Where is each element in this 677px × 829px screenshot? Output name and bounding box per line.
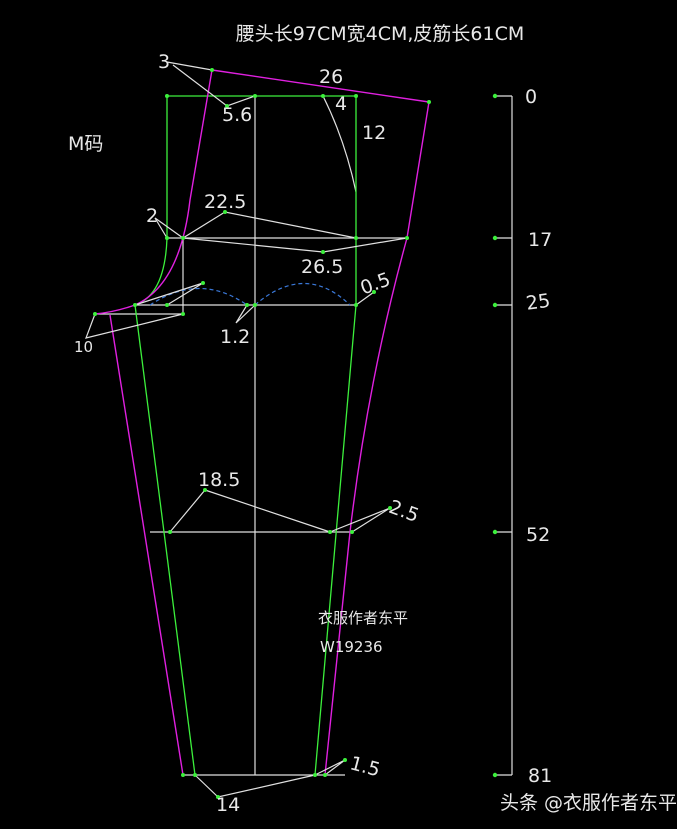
scale-label: 52 — [526, 524, 550, 546]
scale-tick — [492, 302, 512, 308]
guide-lines — [95, 95, 407, 776]
scale-label: 0 — [525, 86, 537, 108]
code-watermark: W19236 — [320, 638, 383, 656]
measurement-label: 0.5 — [357, 268, 393, 299]
scale-label: 25 — [525, 290, 552, 315]
measurement-label: 4 — [335, 93, 347, 115]
dashed-curve — [254, 283, 351, 306]
author-watermark: 衣服作者东平 — [318, 609, 408, 627]
dashed-curve — [149, 288, 248, 306]
measurement-label: 10 — [74, 338, 93, 356]
measurement-label: 3 — [158, 51, 170, 73]
dart-line — [322, 95, 357, 193]
measurement-label: 18.5 — [198, 469, 240, 491]
leader-lines — [85, 61, 408, 798]
scale-tick — [492, 235, 512, 241]
measurement-label: 14 — [216, 794, 240, 816]
measurement-label: 5.6 — [222, 104, 252, 126]
scale-tick — [492, 93, 512, 99]
size-label: M码 — [68, 133, 103, 155]
back-pattern-outline — [94, 69, 430, 776]
scale-tick — [492, 772, 512, 778]
measurement-label: 12 — [362, 122, 386, 144]
points — [93, 68, 431, 799]
measurement-label: 22.5 — [204, 191, 246, 213]
credit-watermark: 头条 @衣服作者东平 — [500, 792, 677, 814]
scale-label: 17 — [528, 229, 552, 251]
scale-tick — [492, 529, 512, 535]
length-scale: 0 17 25 52 81 — [492, 86, 552, 787]
scale-label: 81 — [528, 765, 552, 787]
pattern-title: 腰头长97CM宽4CM,皮筋长61CM — [236, 23, 524, 45]
measurement-label: 26.5 — [301, 256, 343, 278]
measurement-label: 1.5 — [348, 752, 383, 781]
measurement-label: 2.5 — [386, 496, 422, 527]
measurement-label: 1.2 — [220, 326, 250, 348]
measurement-label: 26 — [319, 66, 343, 88]
measurement-label: 2 — [146, 205, 158, 227]
